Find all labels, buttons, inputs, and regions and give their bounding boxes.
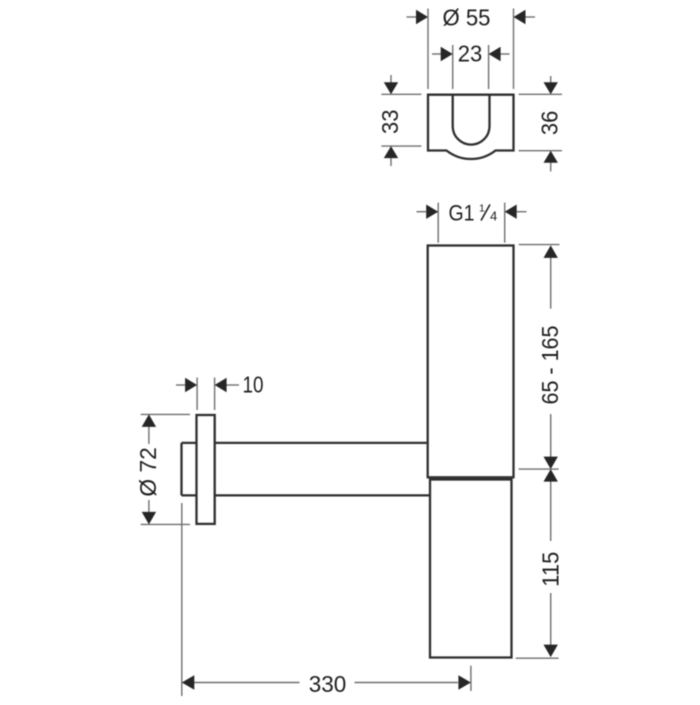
- svg-text:23: 23: [458, 41, 483, 67]
- svg-text:1: 1: [479, 203, 485, 215]
- svg-text:G1: G1: [449, 201, 475, 226]
- svg-text:4: 4: [490, 209, 497, 224]
- svg-text:Ø 55: Ø 55: [443, 4, 491, 30]
- svg-text:10: 10: [243, 372, 264, 398]
- svg-text:33: 33: [377, 110, 403, 135]
- svg-text:Ø 72: Ø 72: [135, 447, 161, 497]
- svg-text:115: 115: [538, 552, 564, 587]
- svg-text:65 - 165: 65 - 165: [537, 326, 563, 405]
- svg-text:36: 36: [537, 111, 563, 135]
- svg-text:330: 330: [309, 671, 347, 697]
